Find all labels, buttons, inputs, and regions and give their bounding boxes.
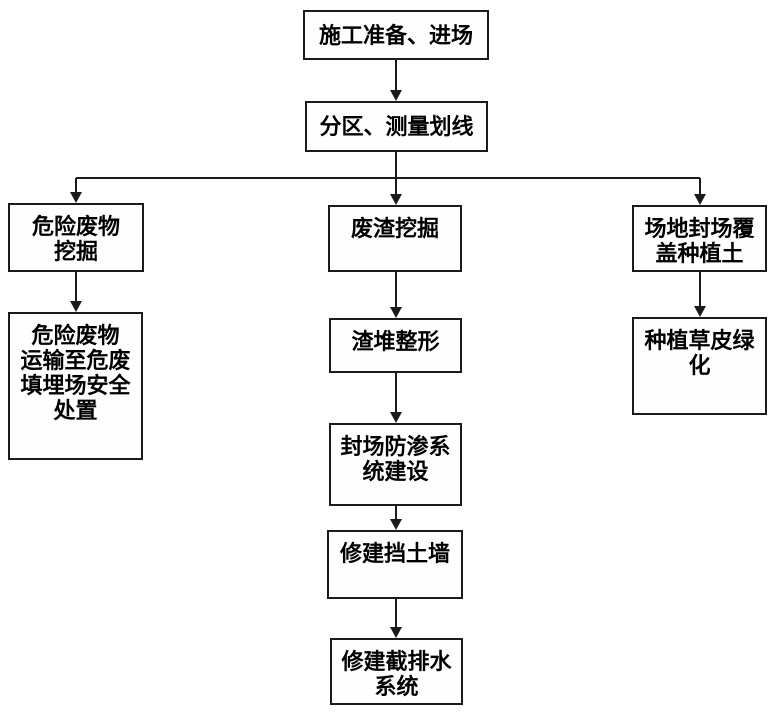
arrowhead-slag-excavation-to-shaping xyxy=(390,307,402,318)
arrowhead-retaining-wall-to-drainage xyxy=(390,627,402,638)
arrowhead-seepage-to-retaining-wall xyxy=(390,519,402,530)
node-build-retaining-wall: 修建挡土墙 xyxy=(327,530,463,599)
node-turf-planting-greening: 种植草皮绿 化 xyxy=(632,317,767,415)
node-site-closure-cover-planting-soil: 场地封场覆 盖种植土 xyxy=(632,205,767,272)
arrowhead-site-cover-to-greening xyxy=(694,306,706,317)
arrowhead-branch-to-haz-excavation xyxy=(70,192,82,203)
arrowhead-shaping-to-seepage xyxy=(390,412,402,423)
node-hazardous-waste-excavation: 危险废物 挖掘 xyxy=(8,203,144,272)
arrowhead-branch-to-slag-excavation xyxy=(390,194,402,205)
arrowhead-prepare-to-zoning xyxy=(390,90,402,101)
node-slag-pile-shaping: 渣堆整形 xyxy=(329,318,462,373)
arrowhead-branch-to-site-cover xyxy=(694,194,706,205)
node-construction-preparation: 施工准备、进场 xyxy=(303,10,489,60)
node-hazardous-waste-transport-disposal: 危险废物 运输至危废 填埋场安全 处置 xyxy=(8,312,143,460)
node-zoning-survey-marking: 分区、测量划线 xyxy=(305,101,488,152)
node-closure-seepage-control-system: 封场防渗系 统建设 xyxy=(329,423,462,506)
node-build-drainage-interception-system: 修建截排水 系统 xyxy=(330,638,463,705)
node-waste-slag-excavation: 废渣挖掘 xyxy=(328,205,462,272)
arrowhead-haz-excavation-to-transport xyxy=(70,301,82,312)
